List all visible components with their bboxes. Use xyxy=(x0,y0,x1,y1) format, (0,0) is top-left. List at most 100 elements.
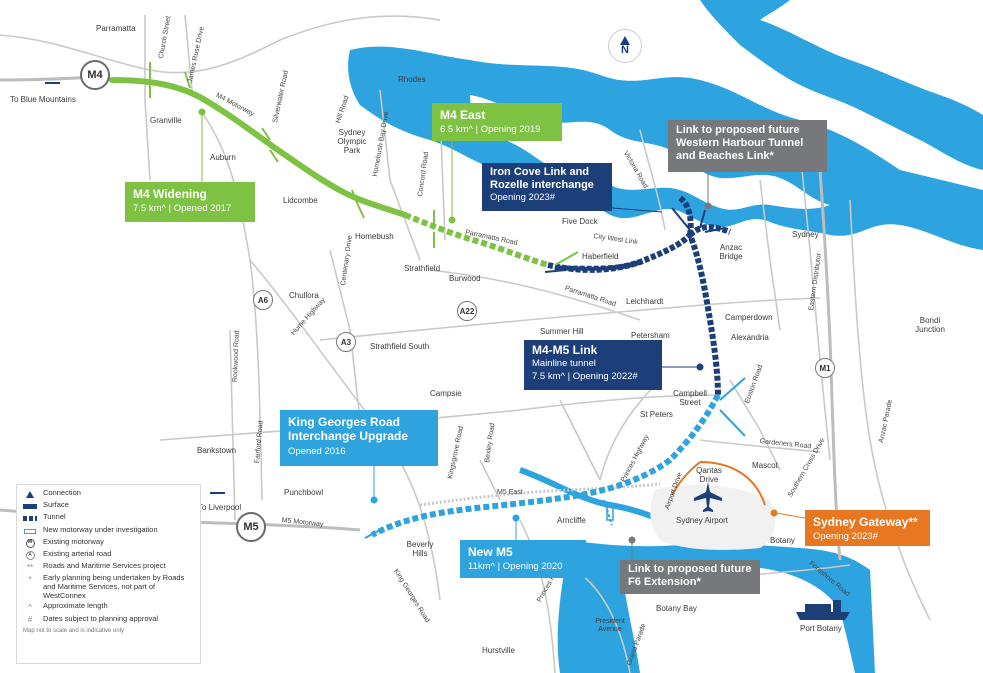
legend-dates-symbol: # xyxy=(27,615,33,625)
place-sydney: Sydney xyxy=(792,230,819,239)
gateway-dot xyxy=(770,509,778,517)
place-sydney-airport: Sydney Airport xyxy=(676,516,729,525)
place-sydney-olympic-park: Sydney Olympic Park xyxy=(337,128,367,156)
a3-badge: A3 xyxy=(336,332,356,352)
legend-item-approx-length: ^ Approximate length xyxy=(23,602,194,613)
place-hurstville: Hurstville xyxy=(482,646,515,655)
king-georges-dot xyxy=(370,496,378,504)
callout-new-m5-subtitle: 11km^ | Opening 2020 xyxy=(468,561,563,573)
place-parramatta: Parramatta xyxy=(96,24,136,33)
place-campbell-street: Campbell Street xyxy=(673,389,707,408)
airplane-icon xyxy=(694,482,722,512)
place-st-peters: St Peters xyxy=(640,410,673,419)
callout-sydney-gateway-title: Sydney Gateway** xyxy=(813,515,918,529)
place-port-botany: Port Botany xyxy=(800,624,842,633)
place-botany-bay: Botany Bay xyxy=(656,604,697,613)
legend-item-early-planning: * Early planning being undertaken by Roa… xyxy=(23,574,194,600)
callout-king-georges-subtitle: Opened 2016 xyxy=(288,445,346,457)
callout-f6-title: Link to proposed future F6 Extension* xyxy=(628,563,752,589)
callout-western-harbour-title: Link to proposed future Western Harbour … xyxy=(676,124,804,163)
place-petersham: Petersham xyxy=(631,331,670,340)
m4-widening-route xyxy=(109,77,408,218)
callout-m4-m5-link-subtitle2: 7.5 km^ | Opening 2022# xyxy=(532,370,638,382)
place-botany: Botany xyxy=(770,536,795,545)
place-beverly-hills: Beverly Hills xyxy=(406,540,434,559)
callout-m4-east: M4 East 6.5 km^ | Opening 2019 xyxy=(432,103,562,141)
callout-new-m5-title: New M5 xyxy=(468,545,513,559)
place-chullora: Chullora xyxy=(289,291,319,300)
legend-early-symbol: * xyxy=(28,575,32,585)
place-homebush: Homebush xyxy=(355,232,394,241)
place-lidcombe: Lidcombe xyxy=(283,196,318,205)
place-bankstown: Bankstown xyxy=(197,446,237,455)
callout-king-georges-title: King Georges Road Interchange Upgrade xyxy=(288,415,409,444)
legend-arterial-icon: A xyxy=(23,550,37,560)
road-president-avenue: President Avenue xyxy=(595,618,625,634)
new-m5-dot xyxy=(512,514,520,522)
place-strathfield-south: Strathfield South xyxy=(370,342,430,351)
callout-m4-east-title: M4 East xyxy=(440,108,486,122)
legend-label: Surface xyxy=(43,500,69,510)
a6-badge: A6 xyxy=(253,290,273,310)
north-label: N xyxy=(621,44,629,56)
callout-m4-widening-subtitle: 7.5 km^ | Opened 2017 xyxy=(133,203,232,215)
f6-dot xyxy=(628,536,636,544)
legend-item-rms-project: ** Roads and Maritime Services project xyxy=(23,561,194,572)
place-strathfield: Strathfield xyxy=(404,264,441,273)
callout-sydney-gateway: Sydney Gateway** Opening 2023# xyxy=(805,510,930,546)
gateway-leader xyxy=(775,512,806,519)
legend-surface-icon xyxy=(23,502,37,511)
legend-tunnel-icon xyxy=(23,514,37,523)
f6-marker xyxy=(606,505,614,521)
callout-m4-widening: M4 Widening 7.5 km^ | Opened 2017 xyxy=(125,182,255,222)
legend-item-dates: # Dates subject to planning approval xyxy=(23,614,194,625)
legend-item-arterial: A Existing arterial road xyxy=(23,549,194,560)
m4-widening-dot xyxy=(198,108,206,116)
callout-m4-widening-title: M4 Widening xyxy=(133,187,207,201)
place-alexandria: Alexandria xyxy=(731,333,769,342)
a22-badge: A22 xyxy=(457,301,477,321)
place-five-dock: Five Dock xyxy=(562,217,598,226)
m5-badge: M5 xyxy=(236,512,266,542)
legend-label: New motorway under investigation xyxy=(43,524,158,534)
legend: Connection Surface Tunnel New motorway u… xyxy=(16,484,201,664)
callout-m4-m5-link: M4-M5 Link Mainline tunnel 7.5 km^ | Ope… xyxy=(524,340,662,390)
callout-western-harbour: Link to proposed future Western Harbour … xyxy=(668,120,827,172)
place-auburn: Auburn xyxy=(210,153,236,162)
new-m5-route xyxy=(370,393,721,538)
legend-label: Tunnel xyxy=(43,512,66,522)
place-burwood: Burwood xyxy=(449,274,481,283)
airport-land xyxy=(650,484,776,550)
legend-label: Existing motorway xyxy=(43,536,104,546)
place-granville: Granville xyxy=(150,116,182,125)
callout-sydney-gateway-subtitle: Opening 2023# xyxy=(813,531,878,543)
place-leichhardt: Leichhardt xyxy=(626,297,664,306)
north-arrow: N xyxy=(608,29,642,63)
place-rhodes: Rhodes xyxy=(398,75,426,84)
connection-arrows xyxy=(45,62,746,539)
legend-item-existing-motorway: M Existing motorway xyxy=(23,536,194,548)
place-to-liverpool: To Liverpool xyxy=(198,503,242,512)
place-anzac-bridge: Anzac Bridge xyxy=(719,243,743,262)
legend-label: Early planning being undertaken by Roads… xyxy=(43,573,185,600)
ship-icon xyxy=(796,600,850,620)
f6-investigation-route xyxy=(603,499,613,526)
north-arrow-icon xyxy=(620,36,630,45)
place-camperdown: Camperdown xyxy=(725,313,773,322)
place-to-blue-mountains: To Blue Mountains xyxy=(10,95,76,104)
callout-iron-cove: Iron Cove Link and Rozelle interchange O… xyxy=(482,163,612,211)
place-mascot: Mascot xyxy=(752,461,778,470)
m1-badge: M1 xyxy=(815,358,835,378)
callout-m4-m5-link-title: M4-M5 Link xyxy=(532,343,598,357)
iron-cove-leader xyxy=(611,207,663,213)
callout-f6: Link to proposed future F6 Extension* xyxy=(620,560,760,594)
legend-connection-icon xyxy=(23,490,37,499)
legend-label: Connection xyxy=(43,488,81,497)
legend-motorway-icon: M xyxy=(23,538,37,548)
m4-m5-dot xyxy=(696,363,704,371)
legend-item-tunnel: Tunnel xyxy=(23,513,194,523)
harbour-east-inner xyxy=(760,0,983,115)
callout-m4-east-subtitle: 6.5 km^ | Opening 2019 xyxy=(440,124,541,136)
callout-iron-cove-title: Iron Cove Link and Rozelle interchange xyxy=(490,166,594,192)
